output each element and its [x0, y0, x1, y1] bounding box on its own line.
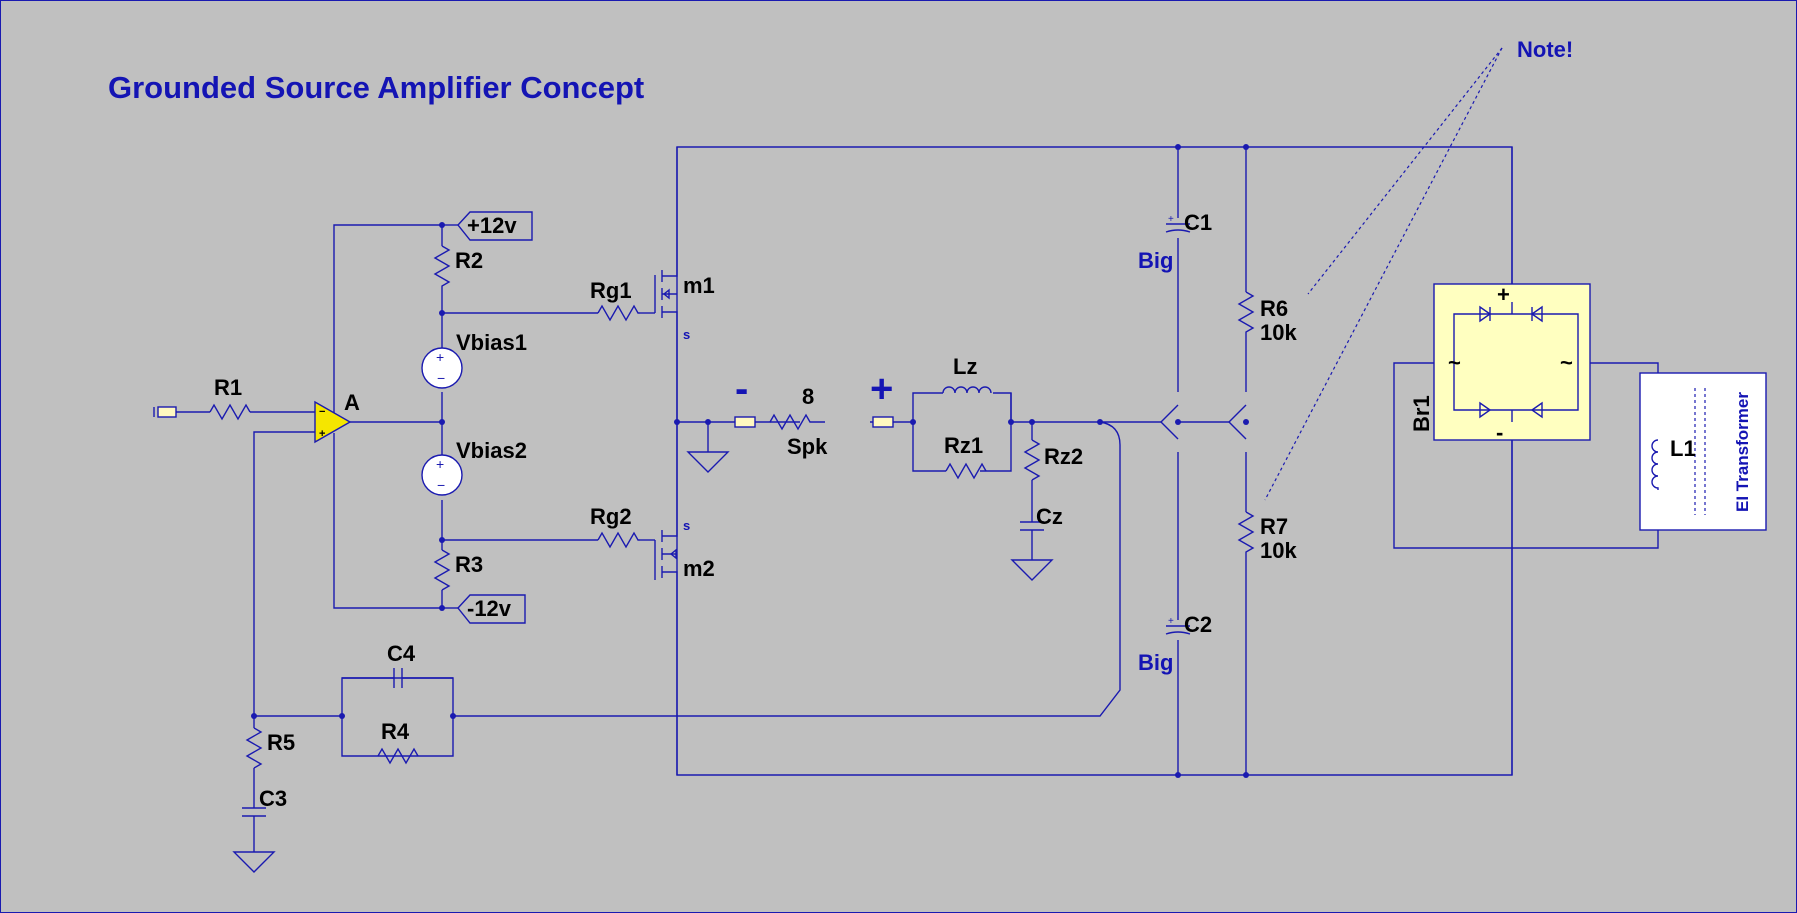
resistor-rz2: Rz2 — [1023, 439, 1083, 481]
svg-text:+: + — [436, 456, 444, 472]
c1-label: C1 — [1184, 210, 1212, 235]
br1-label: Br1 — [1409, 395, 1434, 432]
capacitor-c4: C4 — [342, 641, 453, 688]
r6-value: 10k — [1260, 320, 1297, 345]
mosfet-m1: m1 s — [654, 258, 715, 342]
voltage-source-vbias2: + − Vbias2 — [421, 438, 527, 496]
r3-label: R3 — [455, 552, 483, 577]
spk-minus-sign: - — [735, 367, 748, 411]
input-terminal — [153, 406, 177, 418]
inductor-lz: Lz — [942, 354, 992, 394]
spk-label: Spk — [787, 434, 828, 459]
bridge-rectifier-br1: + - ~ ~ Br1 — [1409, 282, 1591, 445]
capacitor-c1: + C1 Big — [1138, 210, 1212, 273]
svg-text:+: + — [436, 349, 444, 365]
junction-dots — [251, 144, 1249, 778]
c2-label: C2 — [1184, 612, 1212, 637]
rz1-label: Rz1 — [944, 433, 983, 458]
svg-text:−: − — [437, 370, 445, 386]
mosfet-m2: m2 s — [654, 518, 715, 590]
voltage-source-vbias1: + − Vbias1 — [421, 330, 527, 389]
l1-label: L1 — [1670, 436, 1696, 461]
resistor-rz1: Rz1 — [944, 433, 987, 480]
resistor-rg1: Rg1 — [590, 278, 640, 322]
ground-symbol-cz — [1010, 559, 1054, 581]
transformer-label: EI Transformer — [1733, 392, 1752, 512]
resistor-r1: R1 — [209, 375, 251, 421]
r1-label: R1 — [214, 375, 242, 400]
c2-value: Big — [1138, 650, 1173, 675]
rz2-label: Rz2 — [1044, 444, 1083, 469]
svg-text:+: + — [1168, 214, 1174, 225]
capacitor-c2: + C2 Big — [1138, 612, 1212, 675]
vbias2-label: Vbias2 — [456, 438, 527, 463]
m2-label: m2 — [683, 556, 715, 581]
resistor-r4: R4 — [377, 719, 419, 765]
note-annotation: Note! — [1264, 37, 1573, 501]
svg-text:+: + — [1168, 616, 1174, 627]
resistor-r3: R3 — [433, 549, 483, 591]
ground-symbol-center — [686, 451, 730, 473]
svg-text:−: − — [437, 477, 445, 493]
c3-label: C3 — [259, 786, 287, 811]
opamp-a: − + A — [314, 390, 360, 444]
r7-label: R7 — [1260, 514, 1288, 539]
resistor-r2: R2 — [433, 245, 483, 292]
r2-label: R2 — [455, 248, 483, 273]
r6-label: R6 — [1260, 296, 1288, 321]
cz-label: Cz — [1036, 504, 1063, 529]
resistor-r6: R6 10k — [1237, 291, 1297, 345]
transformer-box: L1 EI Transformer — [1639, 372, 1767, 531]
resistor-r5: R5 — [245, 727, 295, 769]
power-label-neg: -12v — [457, 594, 526, 624]
resistor-rg2: Rg2 — [590, 504, 640, 549]
note-text: Note! — [1517, 37, 1573, 62]
m2-source-tag: s — [683, 518, 690, 533]
m1-label: m1 — [683, 273, 715, 298]
br1-ac-right: ~ — [1560, 350, 1573, 375]
svg-text:+: + — [319, 428, 325, 440]
c4-label: C4 — [387, 641, 416, 666]
spk-plus-sign: + — [870, 367, 893, 411]
pos-supply-text: +12v — [467, 213, 517, 238]
br1-ac-left: ~ — [1448, 350, 1461, 375]
speaker-spk: - + 8 Spk — [734, 367, 894, 459]
vbias1-label: Vbias1 — [456, 330, 527, 355]
neg-supply-text: -12v — [467, 596, 512, 621]
r7-value: 10k — [1260, 538, 1297, 563]
opamp-label: A — [344, 390, 360, 415]
capacitor-cz: Cz — [1020, 504, 1063, 545]
br1-minus: - — [1496, 420, 1503, 445]
r5-label: R5 — [267, 730, 295, 755]
r4-label: R4 — [381, 719, 410, 744]
m1-source-tag: s — [683, 327, 690, 342]
rg2-label: Rg2 — [590, 504, 632, 529]
svg-text:−: − — [319, 406, 325, 418]
spk-value: 8 — [802, 384, 814, 409]
rg1-label: Rg1 — [590, 278, 632, 303]
power-label-pos: +12v — [457, 211, 533, 241]
diagram-title: Grounded Source Amplifier Concept — [108, 70, 644, 105]
resistor-r7: R7 10k — [1237, 511, 1297, 563]
c1-value: Big — [1138, 248, 1173, 273]
br1-plus: + — [1497, 282, 1510, 307]
ground-symbol-c3 — [232, 851, 276, 873]
capacitor-c3: C3 — [242, 786, 287, 828]
lz-label: Lz — [953, 354, 977, 379]
